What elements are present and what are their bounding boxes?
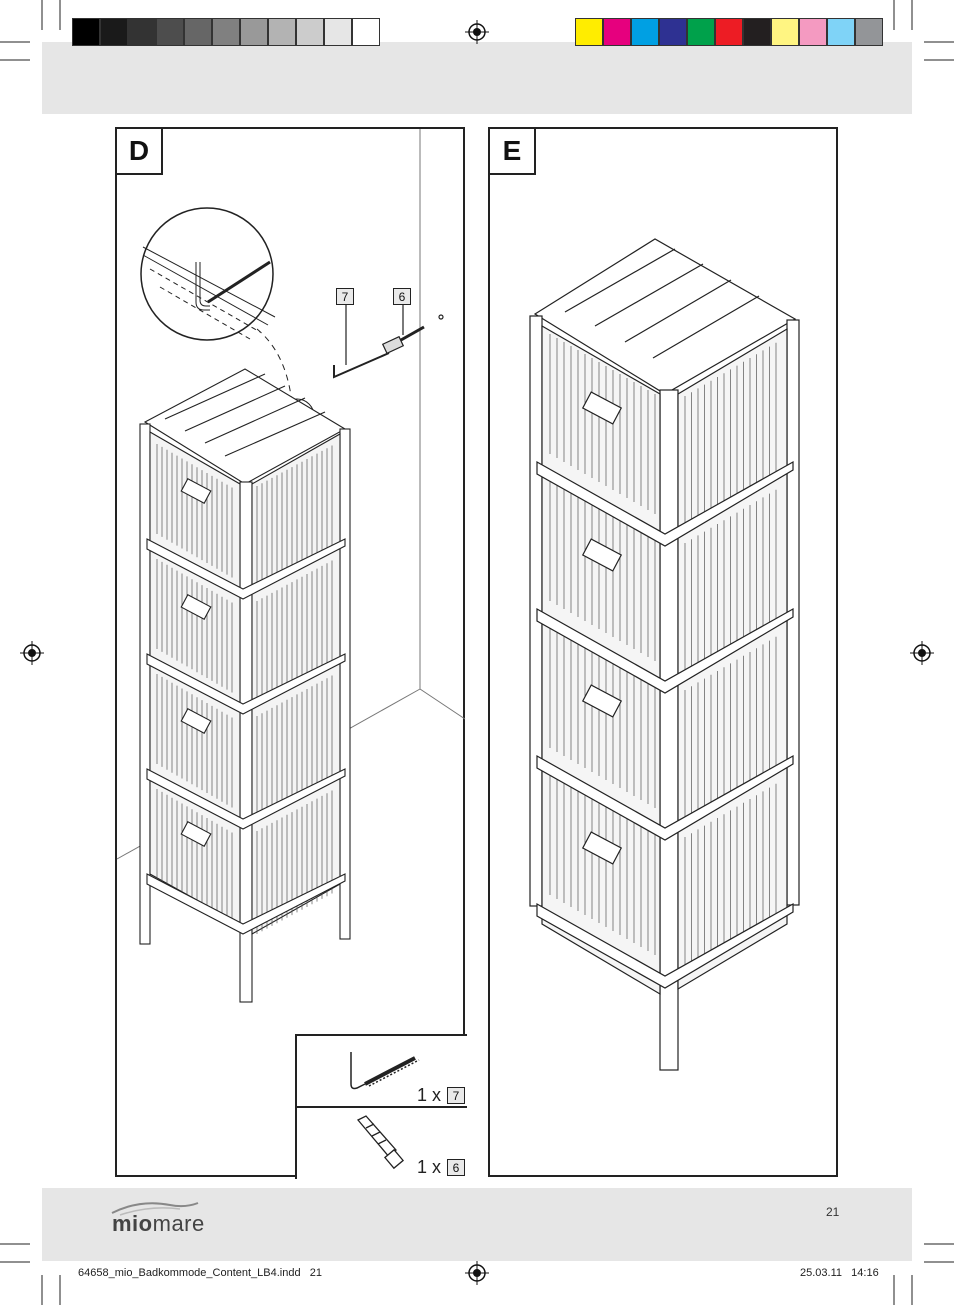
parts-box: 1 x 7 1 x 6 [295, 1034, 467, 1179]
color-swatch [240, 18, 268, 46]
registration-mark-icon [465, 20, 489, 44]
color-swatch [324, 18, 352, 46]
color-swatch [715, 18, 743, 46]
color-swatch [659, 18, 687, 46]
part-6-number: 6 [447, 1159, 465, 1176]
color-swatch [771, 18, 799, 46]
part-7-number: 7 [447, 1087, 465, 1104]
color-swatch [296, 18, 324, 46]
color-swatch [352, 18, 380, 46]
brand-logo-suffix: mare [152, 1211, 205, 1236]
color-swatch [212, 18, 240, 46]
panel-e-label: E [488, 127, 536, 175]
hook-and-plug-illustration [333, 305, 444, 379]
color-swatch [156, 18, 184, 46]
color-swatch [128, 18, 156, 46]
callout-part-6: 6 [393, 288, 411, 305]
cabinet-illustration [139, 368, 351, 1003]
color-swatch [575, 18, 603, 46]
file-name: 64658_mio_Badkommode_Content_LB4.indd 21 [78, 1267, 323, 1279]
part-6-qty: 1 x [417, 1157, 442, 1177]
color-swatch [100, 18, 128, 46]
color-swatch [799, 18, 827, 46]
color-swatch [687, 18, 715, 46]
brand-logo: miomare [112, 1211, 205, 1237]
cabinet-illustration [529, 238, 800, 1071]
color-swatch [268, 18, 296, 46]
part-7-qty: 1 x [417, 1085, 442, 1105]
l-hook-screw-icon [350, 1052, 420, 1090]
registration-mark-icon [910, 641, 934, 665]
wall-plug-icon [356, 1115, 405, 1170]
color-swatch [855, 18, 883, 46]
color-swatch [603, 18, 631, 46]
footer-band [42, 1188, 912, 1261]
detail-magnifier-illustration [140, 207, 276, 341]
color-swatch [827, 18, 855, 46]
color-swatch [72, 18, 100, 46]
brand-wave-icon [111, 1202, 199, 1216]
panel-d: D 7 6 [115, 127, 467, 1179]
color-swatch [184, 18, 212, 46]
header-band [42, 42, 912, 114]
callout-part-7: 7 [336, 288, 354, 305]
parts-box-divider [297, 1106, 467, 1108]
registration-mark-icon [465, 1261, 489, 1285]
panel-d-label: D [115, 127, 163, 175]
print-timestamp: 25.03.11 14:16 [800, 1267, 879, 1279]
registration-mark-icon [20, 641, 44, 665]
brand-logo-prefix: mio [112, 1211, 153, 1236]
color-swatch [631, 18, 659, 46]
page-number: 21 [826, 1205, 840, 1219]
panel-e: E [488, 127, 838, 1177]
color-swatch [743, 18, 771, 46]
